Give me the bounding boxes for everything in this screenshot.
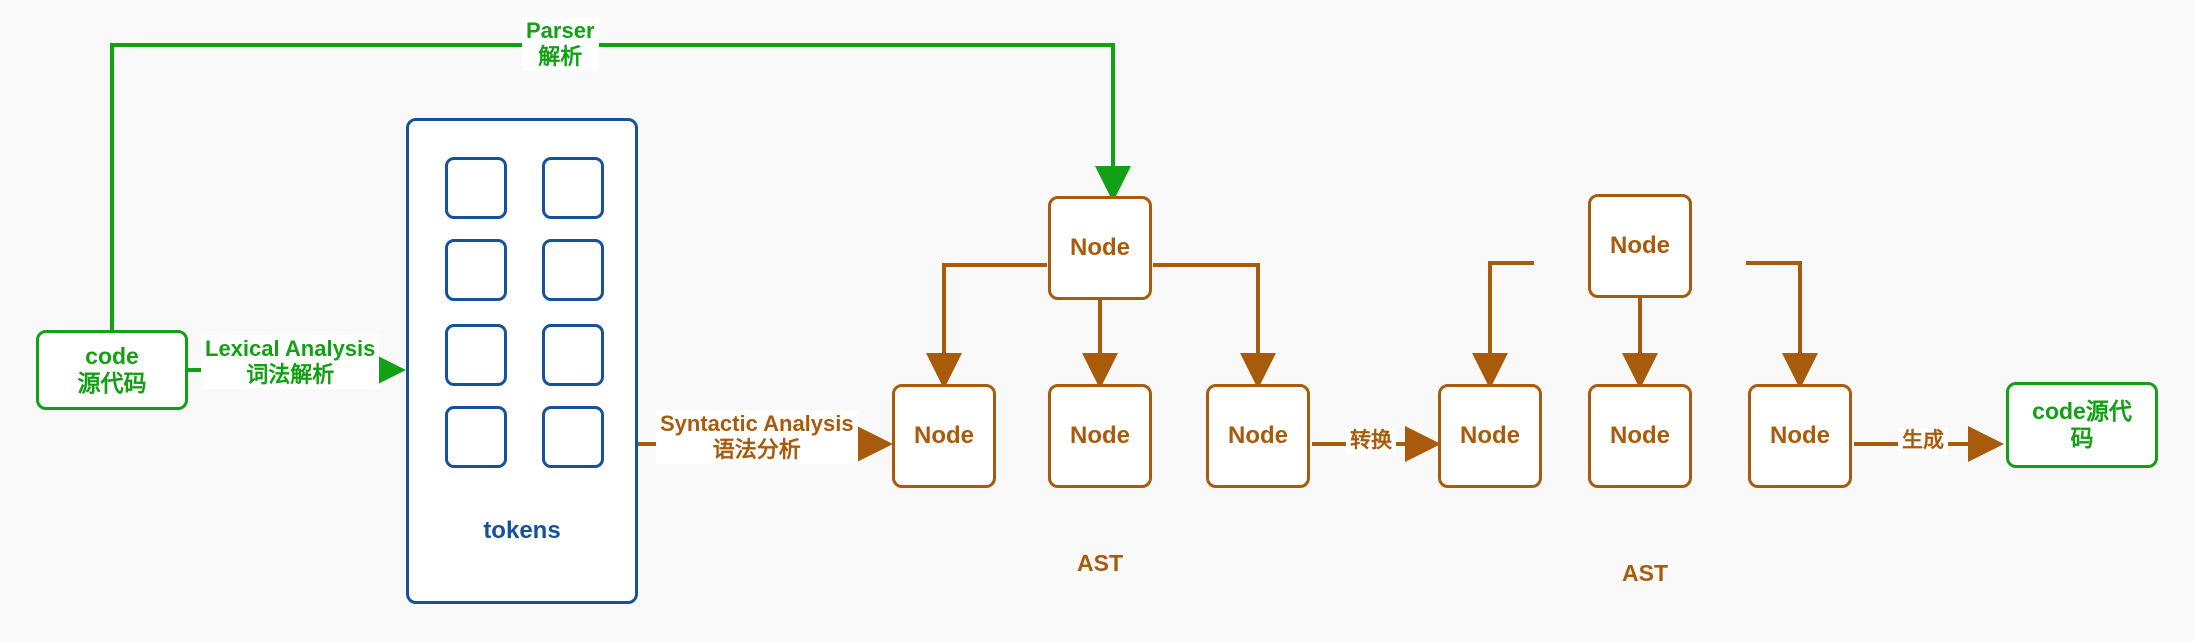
ast2-root-node-label: Node xyxy=(1610,231,1670,259)
ast2-child-node-3[interactable]: Node xyxy=(1748,384,1852,488)
token-cell[interactable] xyxy=(542,239,604,301)
token-cell[interactable] xyxy=(542,324,604,386)
edge-ast2-root-to-child3 xyxy=(1746,261,1818,389)
source-code-input-line2: 源代码 xyxy=(77,370,147,396)
edge-label-parser: Parser 解析 xyxy=(522,17,599,71)
generated-code-output-line1: code源代 xyxy=(2032,397,2132,424)
token-cell[interactable] xyxy=(445,324,507,386)
generated-code-output-box[interactable]: code源代 码 xyxy=(2006,382,2158,468)
ast2-child-node-2[interactable]: Node xyxy=(1588,384,1692,488)
edge-ast1-root-to-child3 xyxy=(1153,263,1276,389)
ast1-root-node-label: Node xyxy=(1070,233,1130,261)
edge-label-lexical-analysis: Lexical Analysis 词法解析 xyxy=(201,335,380,389)
tokens-label: tokens xyxy=(483,517,561,544)
token-cell[interactable] xyxy=(445,157,507,219)
ast1-child-node-3[interactable]: Node xyxy=(1206,384,1310,488)
token-cell[interactable] xyxy=(542,406,604,468)
edge-label-transform-line1: 转换 xyxy=(1350,429,1392,452)
edge-label-syntactic-line1: Syntactic Analysis xyxy=(660,411,854,436)
ast1-root-node[interactable]: Node xyxy=(1048,196,1152,300)
edge-ast1-root-to-child1 xyxy=(926,263,1047,389)
ast1-child-node-2-label: Node xyxy=(1070,421,1130,449)
edge-label-transform: 转换 xyxy=(1346,428,1396,455)
ast2-root-node[interactable]: Node xyxy=(1588,194,1692,298)
ast2-caption: AST xyxy=(1622,560,1668,586)
edge-label-lexical-line2: 词法解析 xyxy=(246,361,335,387)
ast2-child-node-1[interactable]: Node xyxy=(1438,384,1542,488)
ast1-child-node-1-label: Node xyxy=(914,421,974,449)
edge-label-lexical-line1: Lexical Analysis xyxy=(205,336,376,361)
ast2-child-node-3-label: Node xyxy=(1770,421,1830,449)
ast1-child-node-1[interactable]: Node xyxy=(892,384,996,488)
token-cell[interactable] xyxy=(445,406,507,468)
source-code-input-box[interactable]: code 源代码 xyxy=(36,330,188,410)
edge-label-syntactic-analysis: Syntactic Analysis 语法分析 xyxy=(656,410,858,464)
edge-label-generate: 生成 xyxy=(1898,428,1948,455)
tokens-container[interactable]: tokens xyxy=(406,118,638,604)
ast2-child-node-1-label: Node xyxy=(1460,421,1520,449)
token-cell[interactable] xyxy=(445,239,507,301)
edge-ast2-root-to-child1 xyxy=(1472,261,1534,389)
edge-label-parser-line2: 解析 xyxy=(538,43,583,69)
source-code-input-line1: code xyxy=(85,342,139,369)
edge-parser xyxy=(110,43,1131,330)
edge-label-generate-line1: 生成 xyxy=(1902,429,1944,452)
ast1-caption: AST xyxy=(1077,550,1123,576)
ast2-child-node-2-label: Node xyxy=(1610,421,1670,449)
ast1-child-node-2[interactable]: Node xyxy=(1048,384,1152,488)
ast1-child-node-3-label: Node xyxy=(1228,421,1288,449)
token-cell[interactable] xyxy=(542,157,604,219)
generated-code-output-line2: 码 xyxy=(2070,425,2094,451)
edge-label-parser-line1: Parser xyxy=(526,18,595,43)
edge-label-syntactic-line2: 语法分析 xyxy=(712,436,801,462)
